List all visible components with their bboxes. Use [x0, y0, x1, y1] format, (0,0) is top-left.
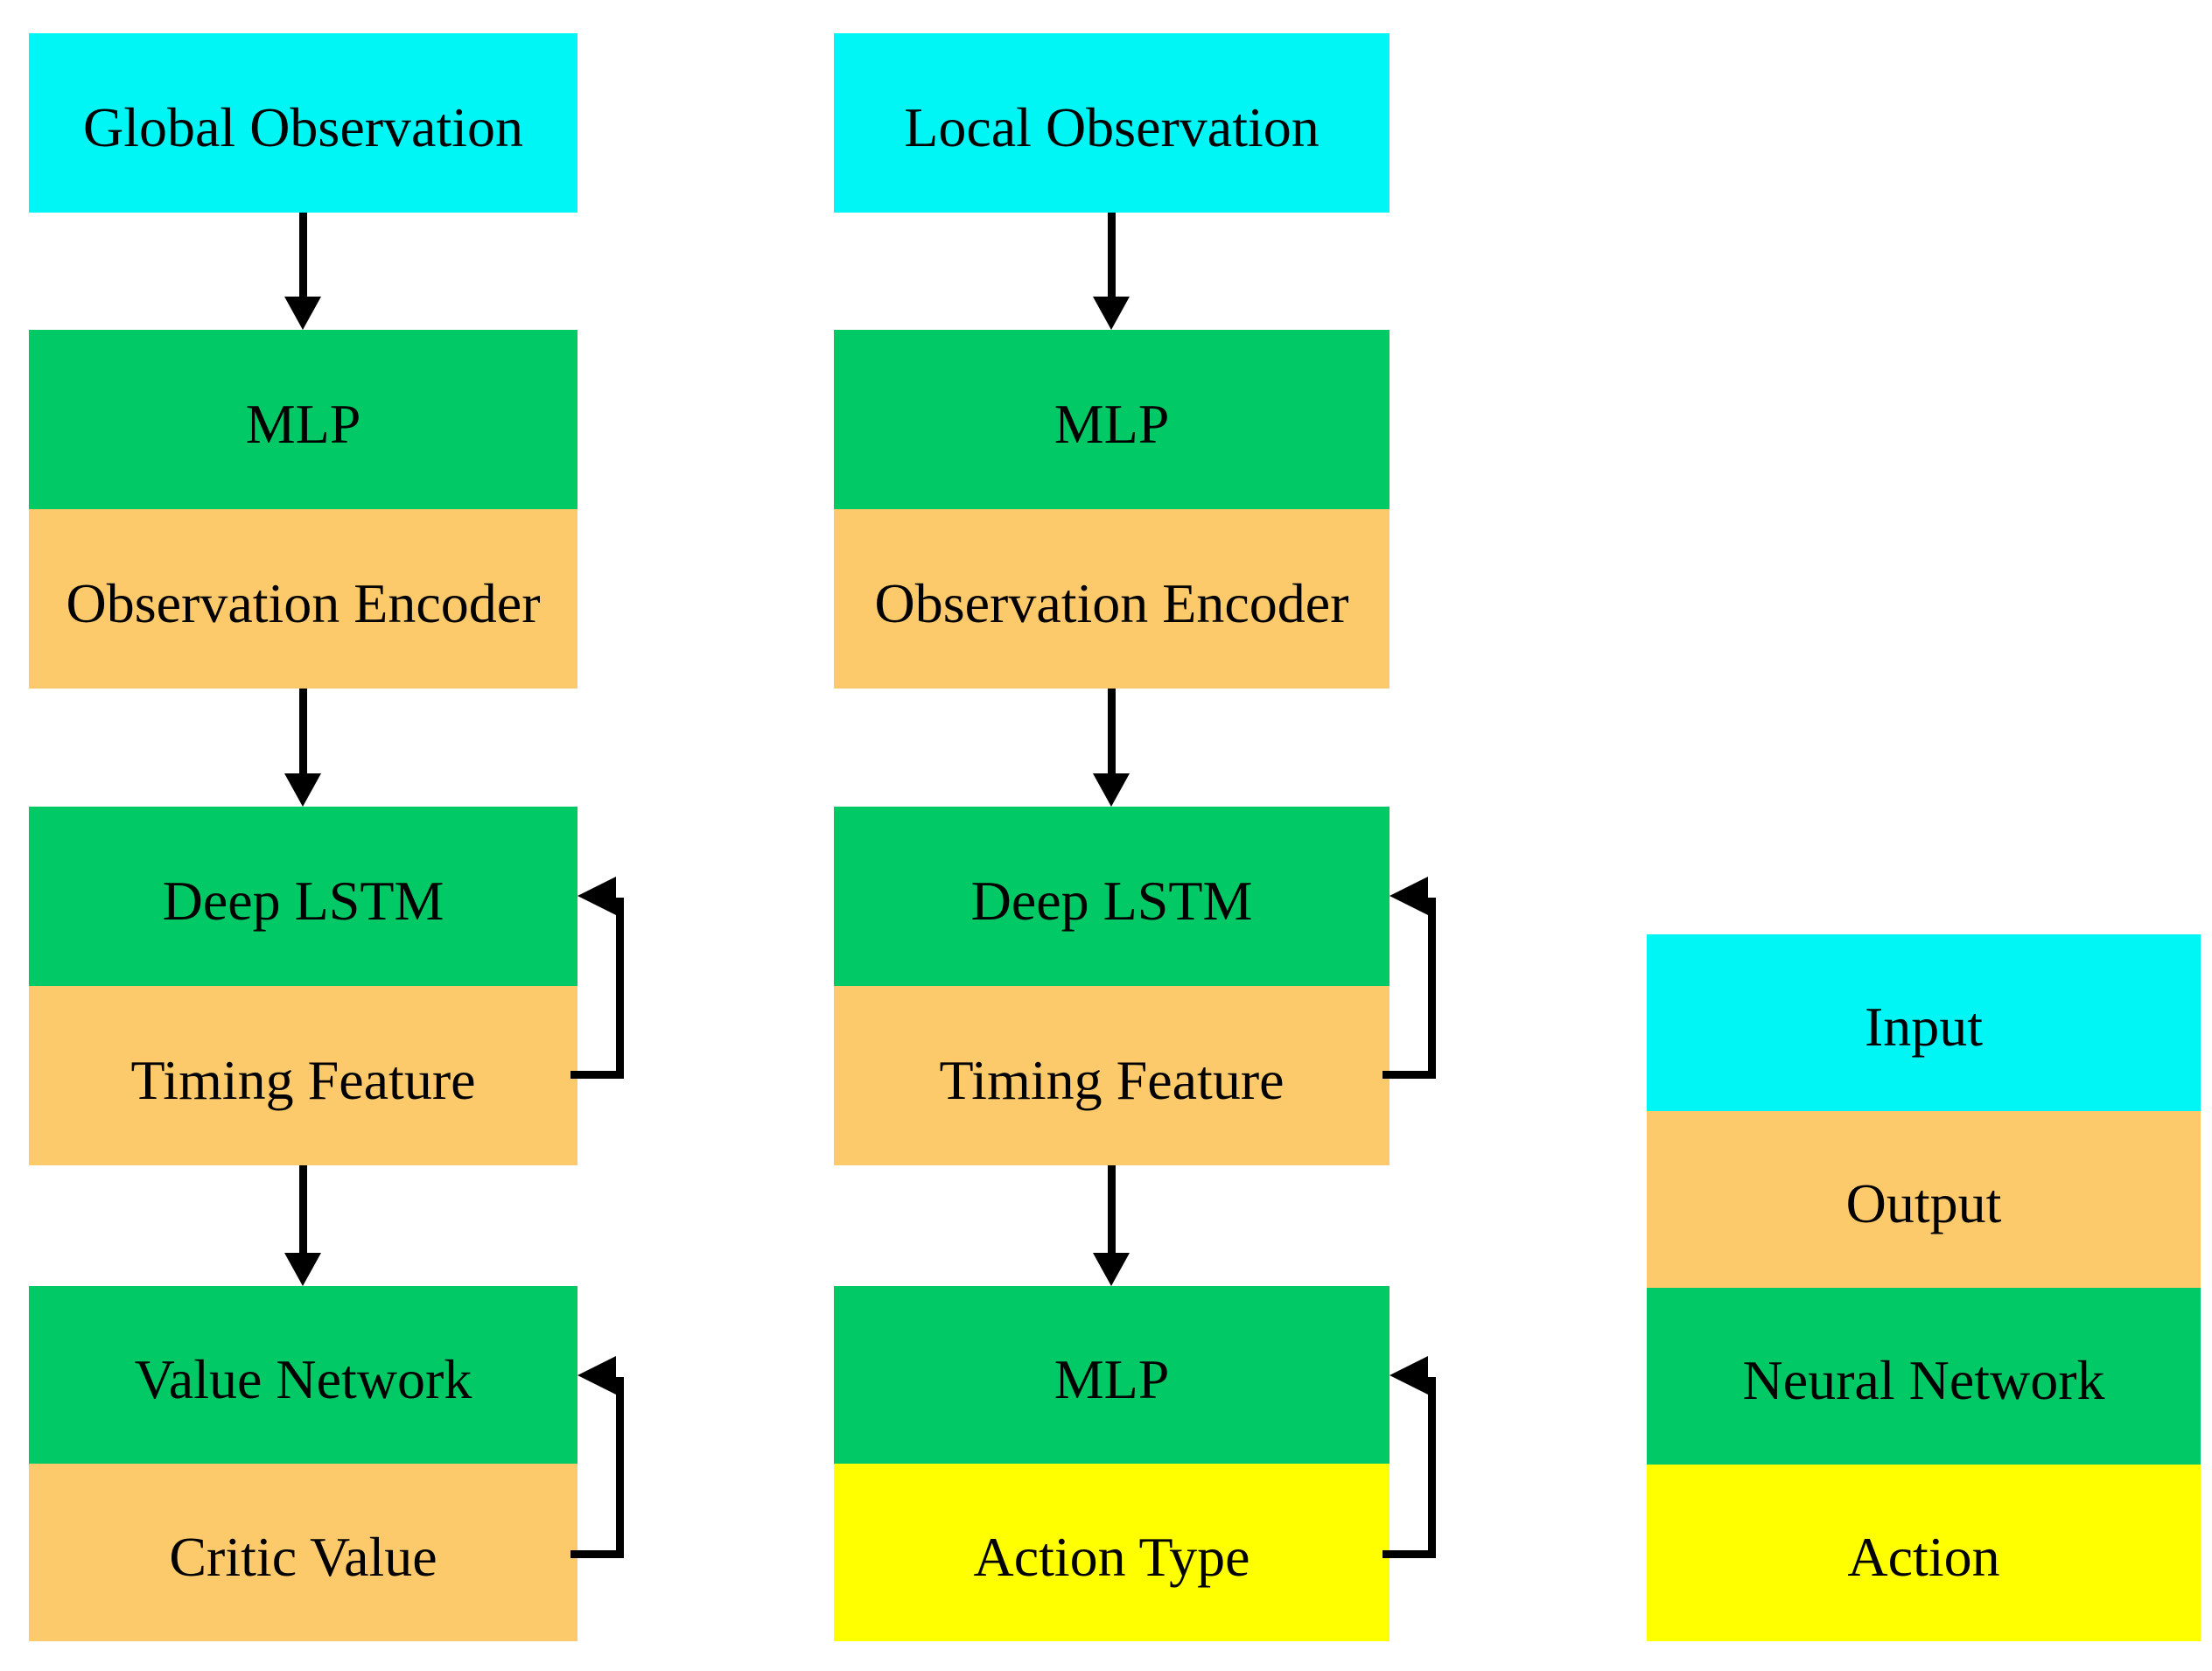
down-arrow-icon: [284, 213, 321, 330]
recurrent-arrow-icon: [570, 1356, 682, 1566]
legend-neural-network: Neural Network: [1647, 1288, 2201, 1465]
block-mlp-action-head: MLP: [834, 1286, 1390, 1464]
legend-action: Action: [1647, 1465, 2201, 1641]
recurrent-arrow-icon: [570, 877, 682, 1087]
block-mlp-actor: MLP: [834, 330, 1390, 509]
down-arrow-icon: [1093, 1165, 1130, 1286]
block-local-observation: Local Observation: [834, 33, 1390, 213]
down-arrow-icon: [1093, 689, 1130, 807]
block-critic-value: Critic Value: [29, 1464, 578, 1641]
block-mlp-critic: MLP: [29, 330, 578, 509]
block-timing-feature-critic: Timing Feature: [29, 986, 578, 1165]
down-arrow-icon: [284, 689, 321, 807]
block-value-network: Value Network: [29, 1286, 578, 1464]
block-timing-feature-actor: Timing Feature: [834, 986, 1390, 1165]
legend-output: Output: [1647, 1111, 2201, 1288]
down-arrow-icon: [1093, 213, 1130, 330]
block-observation-encoder-actor: Observation Encoder: [834, 509, 1390, 689]
block-global-observation: Global Observation: [29, 33, 578, 213]
down-arrow-icon: [284, 1165, 321, 1286]
block-action-type: Action Type: [834, 1464, 1390, 1641]
block-deep-lstm-critic: Deep LSTM: [29, 807, 578, 986]
block-deep-lstm-actor: Deep LSTM: [834, 807, 1390, 986]
recurrent-arrow-icon: [1382, 877, 1494, 1087]
block-observation-encoder-critic: Observation Encoder: [29, 509, 578, 689]
recurrent-arrow-icon: [1382, 1356, 1494, 1566]
legend-input: Input: [1647, 934, 2201, 1111]
